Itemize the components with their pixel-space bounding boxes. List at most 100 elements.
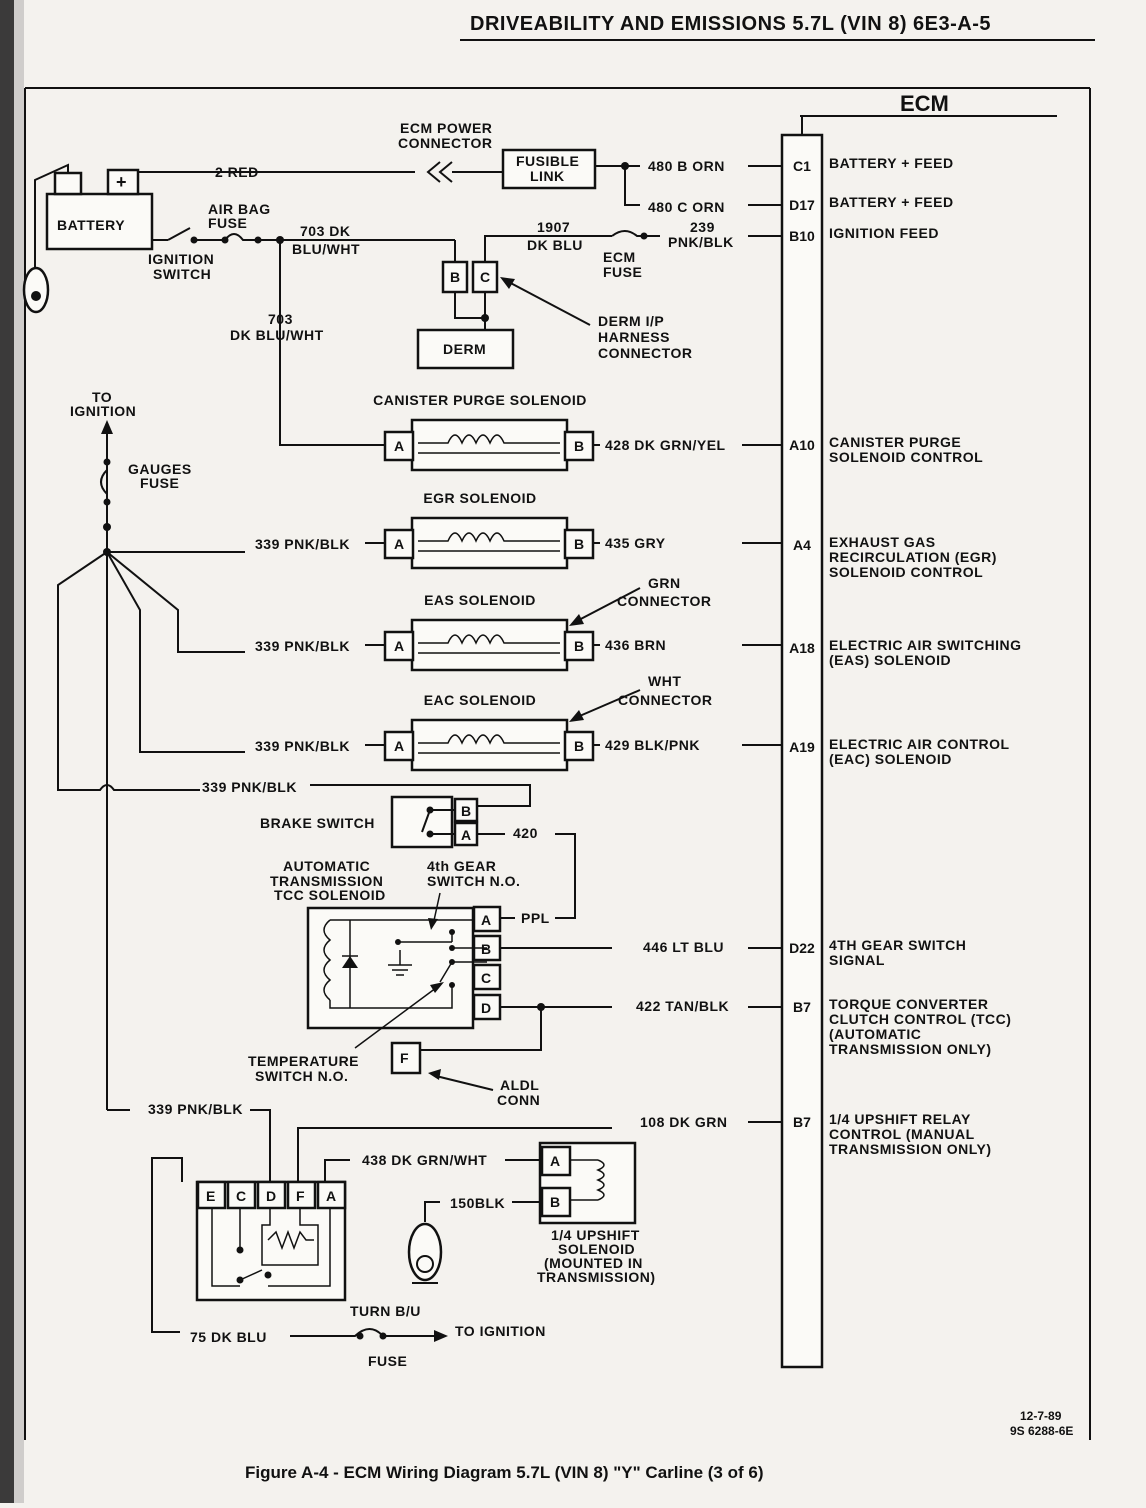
wht-connector-label-2: CONNECTOR [618, 692, 712, 708]
ecm-pin-function: (AUTOMATIC [829, 1026, 921, 1042]
tcc-internal-wiring [329, 919, 474, 1009]
fourth-gear-label-2: SWITCH N.O. [427, 873, 520, 889]
wire-703-left-label-2: DK BLU/WHT [230, 327, 324, 343]
ignition-switch-icon [167, 227, 191, 241]
wire-703-top-label-1: 703 DK [300, 223, 350, 239]
wire-703-top-label-2: BLU/WHT [292, 241, 360, 257]
battery-ground-wire [34, 163, 69, 270]
ecm-pin-id: A10 [789, 437, 815, 453]
ecm-pin-function: TRANSMISSION ONLY) [829, 1141, 992, 1157]
tcc-pin-c-label: C [481, 970, 491, 986]
upshift-solenoid-label-1: 1/4 UPSHIFT [551, 1227, 640, 1243]
relay-pin-e [196, 1180, 227, 1210]
fourth-gear-pointer-head [428, 918, 438, 930]
ignition-switch-label-1: IGNITION [148, 251, 214, 267]
derm-connector-arrow [504, 279, 591, 326]
battery-pos-symbol: + [116, 172, 127, 192]
eac-solenoid-pin-a-label: A [394, 738, 404, 754]
relay-pin-c [226, 1180, 257, 1210]
ecm-power-connector-label-1: ECM POWER [400, 120, 492, 136]
wire-150 [424, 1201, 542, 1222]
wire-422-label: 422 TAN/BLK [636, 998, 729, 1014]
brake-pin-a-label: A [461, 827, 471, 843]
canister-purge-solenoid-pin-a [383, 430, 415, 462]
derm-module [416, 328, 515, 370]
ecm-power-connector-symbol [426, 161, 453, 183]
ground-lug-icon [22, 266, 50, 314]
fourth-gear-label-1: 4th GEAR [427, 858, 496, 874]
derm-internal-wiring [454, 292, 486, 330]
wire-480b-label: 480 B ORN [648, 158, 725, 174]
wire-2red-label: 2 RED [215, 164, 259, 180]
wire-239-label-1: 239 [690, 219, 715, 235]
upshift-coil-icon [596, 1159, 605, 1201]
fourth-gear-switch-icon [398, 932, 487, 1009]
ecm-fuse-icon [611, 230, 660, 237]
upshift-pin-b-label: B [550, 1194, 560, 1210]
wire-420-label: 420 [513, 825, 538, 841]
air-bag-fuse-dot-2 [221, 236, 229, 244]
to-ignition-label: TO IGNITION [455, 1323, 546, 1339]
ecm-pin-function: CANISTER PURGE [829, 434, 961, 450]
page-binding-shade [14, 0, 24, 1503]
ecm-pin-function: SOLENOID CONTROL [829, 564, 983, 580]
battery-terminal-pos [106, 168, 140, 196]
aldl-pointer [435, 1075, 494, 1091]
relay-dot-1 [236, 1246, 244, 1254]
ecm-pin-function: SIGNAL [829, 952, 885, 968]
brake-switch-contact-icon [421, 809, 455, 835]
wire-ppl-label: PPL [521, 910, 550, 926]
canister-purge-solenoid-pin-a-label: A [394, 438, 404, 454]
ecm-pin-function: ELECTRIC AIR SWITCHING [829, 637, 1021, 653]
auto-trans-label-2: TRANSMISSION [270, 873, 383, 889]
battery-terminal-neg [53, 171, 83, 196]
ground-icon [388, 950, 412, 976]
tcc-pin-b-label: B [481, 941, 491, 957]
ecm-pin-id: A4 [793, 537, 811, 553]
brake-pin-b-label: B [461, 803, 471, 819]
wire-446-label: 446 LT BLU [643, 939, 724, 955]
ecm-pin-function: CLUTCH CONTROL (TCC) [829, 1011, 1011, 1027]
ecm-pin-c1: C1 BATTERY + FEED [793, 155, 954, 174]
upshift-solenoid-label-2: SOLENOID [558, 1241, 635, 1257]
eas-solenoid-left-wire-label: 339 PNK/BLK [255, 638, 350, 654]
wire-438-label: 438 DK GRN/WHT [362, 1152, 487, 1168]
derm-connector-label-1: DERM I/P [598, 313, 664, 329]
tcc-contact-dot-5 [449, 982, 455, 988]
upshift-pin-a [540, 1145, 572, 1177]
wire-1907-label-1: 1907 [537, 219, 570, 235]
egr-solenoid-pin-a-label: A [394, 536, 404, 552]
ecm-pin-function: BATTERY + FEED [829, 155, 954, 171]
wire-703-left-label-1: 703 [268, 311, 293, 327]
egr-solenoid-coil-icon [418, 532, 560, 543]
wire-339-relay-label: 339 PNK/BLK [148, 1101, 243, 1117]
wire-108-label: 108 DK GRN [640, 1114, 727, 1130]
ecm-pin-id: C1 [793, 158, 811, 174]
wire-239-label-2: PNK/BLK [668, 234, 734, 250]
gauges-fuse-icon [100, 469, 108, 495]
grn-connector-arrow [574, 587, 641, 623]
aldl-pointer-head [428, 1069, 441, 1080]
tcc-contact-dot-4 [449, 959, 455, 965]
ecm-pin-function: (EAC) SOLENOID [829, 751, 952, 767]
ecm-pin-id: D17 [789, 197, 815, 213]
wire-339-to-brake-switch [310, 784, 531, 807]
ecm-pin-id: A18 [789, 640, 815, 656]
to-ignition-arrowhead [434, 1330, 448, 1342]
brake-switch-body [390, 795, 454, 849]
eac-solenoid-label: EAC SOLENOID [424, 692, 537, 708]
aldl-pin-f-label: F [400, 1050, 409, 1066]
ecm-pin-function: (EAS) SOLENOID [829, 652, 951, 668]
wire-480c-drop [624, 166, 640, 206]
wire-420 [478, 833, 576, 919]
canister-purge-solenoid-right-wire-label: 428 DK GRN/YEL [605, 437, 726, 453]
ecm-pin-id: B10 [789, 228, 815, 244]
grn-connector-arrowhead [569, 614, 584, 626]
ignition-switch-label-2: SWITCH [153, 266, 211, 282]
